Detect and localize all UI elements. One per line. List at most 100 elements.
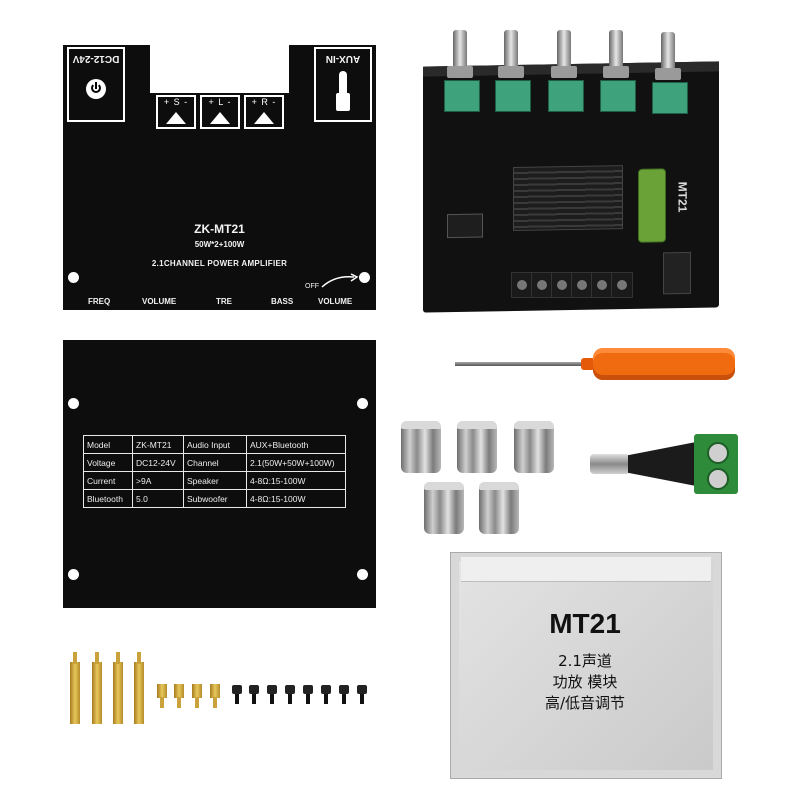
spec-cell: Subwoofer — [183, 489, 247, 508]
audio-jack-icon — [336, 71, 350, 111]
spec-cell: Current — [83, 471, 133, 490]
potentiometer — [652, 82, 688, 114]
product-box — [450, 552, 722, 779]
screw-terminal — [531, 272, 553, 298]
table-row: Current >9A Speaker 4-8Ω:15-100W — [83, 471, 346, 490]
pot-nut — [551, 66, 577, 78]
black-screw — [303, 685, 313, 704]
pot-shaft — [661, 32, 675, 76]
spec-cell: 4-8Ω:15-100W — [246, 489, 346, 508]
mount-hole — [357, 398, 368, 409]
dc-barrel-adapter — [590, 430, 750, 498]
spec-cell: Model — [83, 435, 133, 454]
spec-cell: Voltage — [83, 453, 133, 472]
screw-terminal — [611, 272, 633, 298]
mount-hole — [68, 272, 79, 283]
power-port-box: DC12-24V — [67, 47, 125, 122]
black-screw — [267, 685, 277, 704]
screwdriver-shaft — [455, 362, 587, 366]
black-screw — [285, 685, 295, 704]
pot-shaft — [504, 30, 518, 74]
black-screw — [232, 685, 242, 704]
adapter-body — [628, 442, 696, 486]
speaker-icon — [166, 112, 186, 124]
knob-label-sub-volume: VOLUME — [318, 297, 353, 306]
pot-nut — [498, 66, 524, 78]
power-label: DC12-24V — [72, 53, 120, 64]
pot-shaft — [609, 30, 623, 74]
mount-hole — [68, 569, 79, 580]
screw-terminal — [591, 272, 613, 298]
brass-standoff — [70, 652, 80, 724]
spec-cell: >9A — [132, 471, 184, 490]
brass-standoff — [113, 652, 123, 724]
pot-shaft — [453, 30, 467, 74]
screw-terminal — [571, 272, 593, 298]
spec-cell: ZK-MT21 — [132, 435, 184, 454]
mount-hole — [359, 272, 370, 283]
table-row: Voltage DC12-24V Channel 2.1(50W+50W+100… — [83, 453, 346, 472]
screwdriver-collar — [581, 358, 595, 370]
box-model: MT21 — [549, 608, 621, 639]
screwdriver — [455, 346, 737, 382]
knob-label-bass: BASS — [271, 297, 294, 306]
pot-nut — [603, 66, 629, 78]
brass-standoff — [134, 652, 144, 724]
speaker-terminal-r: + R - — [244, 95, 284, 129]
dc-jack — [663, 251, 691, 295]
mount-hole — [357, 569, 368, 580]
potentiometer — [600, 80, 636, 112]
black-screw — [339, 685, 349, 704]
knob — [479, 482, 519, 534]
model-title: ZK-MT21 — [194, 222, 245, 236]
barrel-plug — [590, 454, 630, 474]
mount-hole — [68, 398, 79, 409]
heatsink — [513, 165, 623, 232]
box-line-3: 高/低音调节 — [544, 694, 626, 712]
speaker-s-label: + S - — [163, 97, 189, 107]
board-silk-model: MT21 — [675, 181, 690, 213]
power-icon — [86, 79, 106, 99]
box-line-1: 2.1声道 — [558, 652, 612, 670]
screw-terminal — [511, 272, 533, 298]
spec-cell: AUX+Bluetooth — [246, 435, 346, 454]
spec-cell: 5.0 — [132, 489, 184, 508]
brass-spacer — [210, 684, 220, 708]
brass-spacer — [174, 684, 184, 708]
knob-label-volume: VOLUME — [142, 297, 177, 306]
off-label: OFF — [305, 283, 319, 290]
power-spec: 50W*2+100W — [194, 240, 245, 249]
black-screw — [357, 685, 367, 704]
capacitor — [638, 168, 666, 243]
speaker-l-label: + L - — [208, 97, 232, 107]
black-screw — [249, 685, 259, 704]
spec-cell: 4-8Ω:15-100W — [246, 471, 346, 490]
box-line-2: 功放 模块 — [552, 673, 618, 691]
screwdriver-handle — [593, 348, 735, 380]
knob — [457, 421, 497, 473]
knob-label-tre: TRE — [216, 297, 232, 306]
spec-cell: Speaker — [183, 471, 247, 490]
box-flap — [461, 557, 711, 582]
speaker-icon — [210, 112, 230, 124]
speaker-icon — [254, 112, 274, 124]
amp-type: 2.1CHANNEL POWER AMPLIFIER — [151, 259, 288, 268]
spec-cell: Channel — [183, 453, 247, 472]
pot-nut — [655, 68, 681, 80]
brass-spacer — [157, 684, 167, 708]
potentiometer — [444, 80, 480, 112]
knob-label-freq: FREQ — [88, 297, 111, 306]
terminal-block — [694, 434, 738, 494]
speaker-r-label: + R - — [251, 97, 277, 107]
volume-ramp-icon — [321, 273, 359, 288]
table-row: Model ZK-MT21 Audio Input AUX+Bluetooth — [83, 435, 346, 454]
black-screw — [321, 685, 331, 704]
brass-standoff — [92, 652, 102, 724]
brass-spacer — [192, 684, 202, 708]
spec-cell: DC12-24V — [132, 453, 184, 472]
knob — [401, 421, 441, 473]
spec-table: Model ZK-MT21 Audio Input AUX+Bluetooth … — [83, 435, 346, 508]
knob — [514, 421, 554, 473]
spec-cell: Bluetooth — [83, 489, 133, 508]
pot-nut — [447, 66, 473, 78]
